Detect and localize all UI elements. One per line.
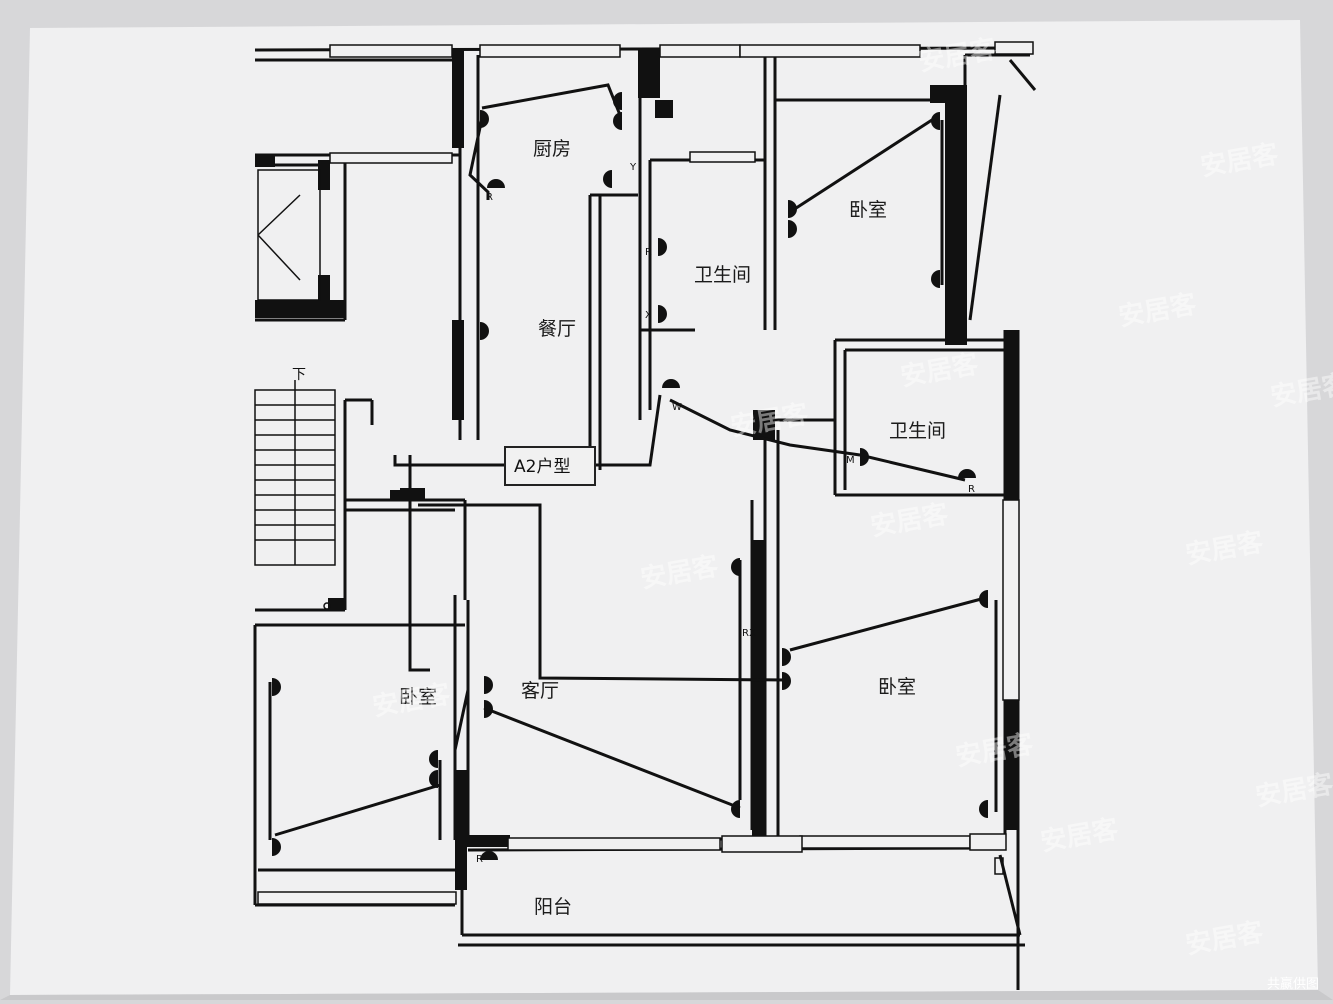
window bbox=[799, 835, 971, 849]
lamp-fixture bbox=[931, 270, 940, 288]
fixture-mark: M bbox=[846, 455, 855, 466]
room-label-dining: 餐厅 bbox=[538, 318, 577, 340]
pillar bbox=[328, 598, 346, 610]
window bbox=[969, 833, 1007, 851]
pillar bbox=[255, 155, 275, 167]
electrical-wiring bbox=[268, 83, 998, 840]
distribution-box bbox=[390, 490, 420, 500]
window bbox=[1002, 499, 1020, 701]
room-label-bathroom-north: 卫生间 bbox=[694, 264, 752, 286]
window bbox=[507, 837, 721, 851]
lamp-fixture bbox=[731, 558, 740, 576]
fixture-mark: W bbox=[672, 402, 682, 413]
lamp-fixture bbox=[958, 469, 976, 478]
room-label-living-room: 客厅 bbox=[521, 680, 560, 702]
pillar bbox=[452, 48, 464, 148]
room-label-kitchen: 厨房 bbox=[533, 138, 572, 160]
lamp-fixture bbox=[603, 170, 612, 188]
window bbox=[329, 44, 453, 58]
room-label-bedroom-northeast: 卧室 bbox=[849, 199, 888, 221]
lamp-fixture bbox=[931, 112, 940, 130]
lamp-fixture bbox=[429, 750, 438, 768]
fixture-mark: R bbox=[476, 854, 483, 865]
windows bbox=[257, 41, 1034, 905]
lamp-fixture bbox=[658, 305, 667, 323]
window bbox=[689, 151, 756, 163]
meter-box bbox=[655, 100, 673, 118]
lamp-fixture bbox=[487, 179, 505, 188]
lamp-fixture bbox=[484, 676, 493, 694]
lamp-fixture bbox=[429, 770, 438, 788]
lamp-fixture bbox=[782, 672, 791, 690]
pillar bbox=[318, 160, 330, 190]
pillar bbox=[455, 835, 510, 847]
room-label-bathroom-east: 卫生间 bbox=[889, 420, 947, 442]
window bbox=[479, 44, 621, 58]
socket-marker bbox=[994, 857, 1004, 875]
lamp-fixture bbox=[272, 678, 281, 696]
window bbox=[739, 44, 921, 58]
pillar bbox=[638, 48, 660, 98]
lamp-fixture bbox=[480, 851, 498, 860]
window bbox=[659, 44, 741, 58]
elevator-shaft bbox=[257, 169, 321, 301]
paper-sheet bbox=[10, 20, 1318, 995]
fixture-mark: RX bbox=[742, 628, 756, 639]
stair-direction-mark: 下 bbox=[292, 367, 306, 383]
window bbox=[994, 41, 1034, 55]
lamp-fixture bbox=[788, 200, 797, 218]
fixture-mark: Y bbox=[629, 162, 637, 173]
fixture-mark: R bbox=[645, 247, 652, 258]
lamp-fixture bbox=[731, 800, 740, 818]
room-label-balcony: 阳台 bbox=[534, 896, 573, 918]
lamp-fixture bbox=[782, 648, 791, 666]
unit-type-tag-box bbox=[504, 446, 596, 486]
wall-pillars bbox=[255, 48, 1018, 890]
image-credit: 共嬴供图 bbox=[1266, 977, 1319, 992]
socket-marker bbox=[323, 602, 331, 610]
paper-shadow bbox=[0, 990, 1333, 1000]
pillar bbox=[1005, 330, 1018, 500]
lamp-fixture bbox=[480, 110, 489, 128]
room-label-bedroom-southeast: 卧室 bbox=[878, 676, 917, 698]
unit-type-tag: A2户型 bbox=[514, 457, 571, 477]
lamp-fixture bbox=[613, 112, 622, 130]
window bbox=[721, 835, 803, 853]
staircase bbox=[254, 380, 336, 566]
lamp-fixture bbox=[788, 220, 797, 238]
fixture-labels: R Y R X W M R RX R bbox=[476, 162, 975, 865]
window bbox=[257, 891, 457, 905]
lamp-fixture bbox=[480, 322, 489, 340]
fixtures bbox=[272, 92, 1004, 875]
lamp-fixture bbox=[662, 379, 680, 388]
fixture-mark: R bbox=[968, 484, 975, 495]
pillar bbox=[753, 410, 775, 440]
fixture-mark: R bbox=[486, 192, 493, 203]
fixture-mark: X bbox=[645, 310, 652, 321]
lamp-fixture bbox=[613, 92, 622, 110]
pillar bbox=[945, 85, 967, 345]
lamp-fixture bbox=[979, 590, 988, 608]
lamp-fixture bbox=[484, 700, 493, 718]
window bbox=[329, 152, 453, 164]
lamp-fixture bbox=[272, 838, 281, 856]
pillar bbox=[452, 320, 464, 420]
room-label-bedroom-west: 卧室 bbox=[399, 686, 438, 708]
lamp-fixture bbox=[658, 238, 667, 256]
pillar bbox=[1005, 700, 1018, 830]
pillar bbox=[752, 540, 764, 840]
lamp-fixture bbox=[860, 448, 869, 466]
pillar bbox=[455, 770, 467, 890]
pillar bbox=[255, 300, 345, 318]
lamp-fixture bbox=[979, 800, 988, 818]
